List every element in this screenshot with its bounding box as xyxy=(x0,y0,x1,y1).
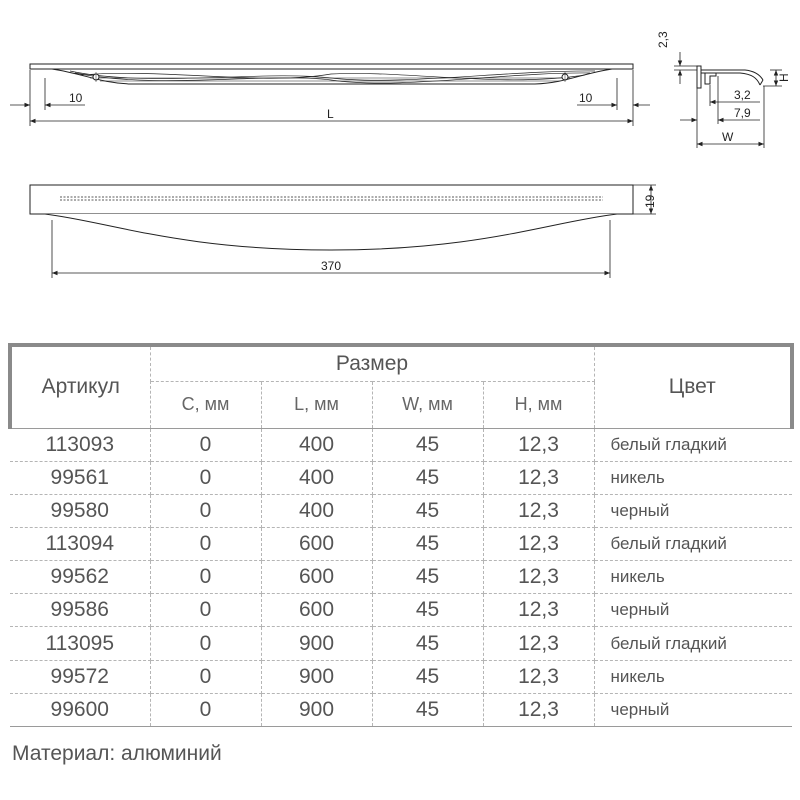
cell-l: 900 xyxy=(261,693,373,727)
table-row: 99561 0 400 45 12,3 никель xyxy=(10,461,792,495)
cell-color: никель xyxy=(594,560,792,595)
cell-article: 113093 xyxy=(10,428,151,462)
table-row: 113093 0 400 45 12,3 белый гладкий xyxy=(10,428,792,462)
dim-2-3-label: 2,3 xyxy=(656,31,670,48)
cell-article: 99586 xyxy=(10,593,151,628)
cell-article: 99561 xyxy=(10,461,151,495)
handle-top-view xyxy=(29,63,634,85)
dim-h-label: H xyxy=(777,73,791,82)
cell-color: никель xyxy=(594,660,792,694)
front-dimensions xyxy=(51,184,656,278)
cell-h: 12,3 xyxy=(483,693,595,727)
material-note: Материал: алюминий xyxy=(12,742,222,765)
cell-c: 0 xyxy=(150,593,262,628)
technical-drawing: 10 10 L 2,3 H 3,2 7,9 W xyxy=(10,31,791,278)
cell-article: 99580 xyxy=(10,494,151,528)
cell-article: 113095 xyxy=(10,626,151,661)
cell-c: 0 xyxy=(150,461,262,495)
cell-l: 900 xyxy=(261,626,373,661)
cell-h: 12,3 xyxy=(483,527,595,562)
cell-l: 400 xyxy=(261,428,373,462)
cell-l: 600 xyxy=(261,560,373,595)
cell-c: 0 xyxy=(150,626,262,661)
offset-right-label: 10 xyxy=(579,91,593,105)
cell-color: черный xyxy=(594,494,792,528)
cell-c: 0 xyxy=(150,660,262,694)
dim-w-label: W xyxy=(722,130,734,144)
cell-h: 12,3 xyxy=(483,626,595,661)
table-row: 113094 0 600 45 12,3 белый гладкий xyxy=(10,527,792,562)
cell-h: 12,3 xyxy=(483,494,595,528)
cell-h: 12,3 xyxy=(483,593,595,628)
dim-3-2-label: 3,2 xyxy=(734,88,751,102)
cell-h: 12,3 xyxy=(483,560,595,595)
header-size-group: Размер xyxy=(150,345,595,382)
cell-w: 45 xyxy=(372,660,484,694)
header-c: C, мм xyxy=(150,381,262,429)
table-row: 113095 0 900 45 12,3 белый гладкий xyxy=(10,626,792,661)
cell-c: 0 xyxy=(150,527,262,562)
cell-color: черный xyxy=(594,593,792,628)
cell-c: 0 xyxy=(150,494,262,528)
handle-front-view xyxy=(29,184,634,251)
profile-dimensions xyxy=(674,52,782,148)
table-row: 99600 0 900 45 12,3 черный xyxy=(10,693,792,727)
spec-table-body: 113093 0 400 45 12,3 белый гладкий 99561… xyxy=(10,428,792,727)
cell-c: 0 xyxy=(150,428,262,462)
cell-l: 900 xyxy=(261,660,373,694)
table-row: 99572 0 900 45 12,3 никель xyxy=(10,660,792,694)
cell-l: 600 xyxy=(261,593,373,628)
table-row: 99586 0 600 45 12,3 черный xyxy=(10,593,792,628)
header-h: H, мм xyxy=(483,381,595,429)
cell-article: 99562 xyxy=(10,560,151,595)
table-row: 99562 0 600 45 12,3 никель xyxy=(10,560,792,595)
cell-w: 45 xyxy=(372,527,484,562)
cell-article: 99572 xyxy=(10,660,151,694)
cell-c: 0 xyxy=(150,693,262,727)
height-19-label: 19 xyxy=(643,194,657,208)
cell-color: черный xyxy=(610,699,670,719)
cell-w: 45 xyxy=(372,693,484,727)
cell-c: 0 xyxy=(150,560,262,595)
length-label: L xyxy=(327,107,334,121)
cell-w: 45 xyxy=(372,626,484,661)
spec-table: Артикул Размер Цвет C, мм L, мм W, мм H,… xyxy=(8,343,794,727)
cell-color: белый гладкий xyxy=(594,428,792,462)
cell-w: 45 xyxy=(372,428,484,462)
header-color: Цвет xyxy=(594,345,794,429)
top-dimensions xyxy=(10,70,650,126)
cell-l: 600 xyxy=(261,527,373,562)
header-article: Артикул xyxy=(8,345,151,429)
cell-article: 99600 xyxy=(10,693,151,727)
bottom-length-label: 370 xyxy=(321,259,341,273)
offset-left-label: 10 xyxy=(69,91,83,105)
cell-h: 12,3 xyxy=(483,428,595,462)
cell-h: 12,3 xyxy=(483,660,595,694)
cell-l: 400 xyxy=(261,494,373,528)
header-w: W, мм xyxy=(372,381,484,429)
cell-w: 45 xyxy=(372,560,484,595)
cell-w: 45 xyxy=(372,494,484,528)
handle-profile xyxy=(696,65,764,89)
cell-w: 45 xyxy=(372,593,484,628)
cell-w: 45 xyxy=(372,461,484,495)
cell-article: 113094 xyxy=(10,527,151,562)
table-row: 99580 0 400 45 12,3 черный xyxy=(10,494,792,528)
cell-color: белый гладкий xyxy=(594,626,792,661)
cell-color: никель xyxy=(594,461,792,495)
cell-color: белый гладкий xyxy=(594,527,792,562)
cell-l: 400 xyxy=(261,461,373,495)
cell-h: 12,3 xyxy=(483,461,595,495)
dim-7-9-label: 7,9 xyxy=(734,106,751,120)
header-l: L, мм xyxy=(261,381,373,429)
